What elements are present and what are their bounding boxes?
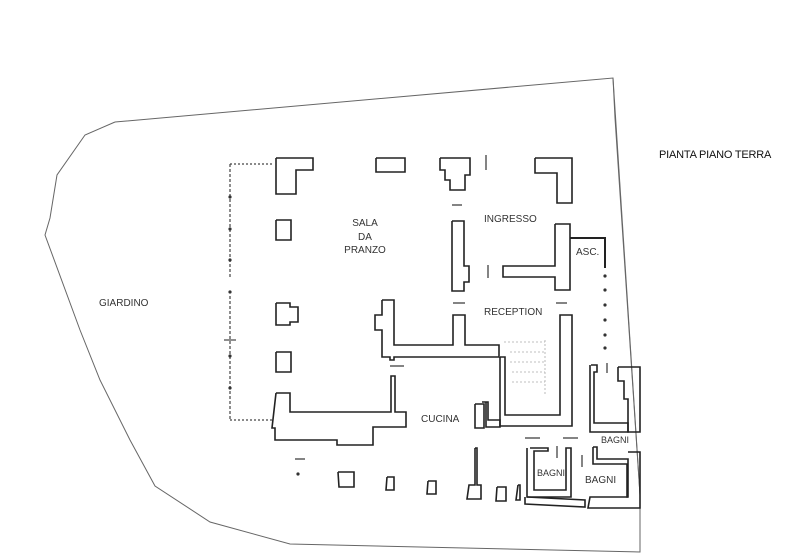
boundary-east [612,77,641,496]
door-marks [295,155,608,467]
room-label-reception: RECEPTION [484,307,543,318]
stairs [504,340,546,395]
room-label-dining-1: SALA [352,218,378,229]
room-label-bath-right: BAGNI [601,435,630,445]
walls [271,157,641,509]
veranda-posts [228,195,232,390]
room-label-dining-2: DA [358,232,372,243]
room-label-entrance: INGRESSO [484,214,537,225]
elevator-posts [296,274,607,476]
room-label-garden: GIARDINO [99,298,149,309]
plan-title: PIANTA PIANO TERRA [659,149,772,161]
room-label-elevator: ASC. [576,247,600,258]
property-boundary [44,77,641,553]
room-label-bath-left: BAGNI [537,468,566,478]
room-label-dining-3: PRANZO [344,245,386,256]
room-label-bath-lower-right: BAGNI [585,475,617,486]
room-label-kitchen: CUCINA [421,414,460,425]
